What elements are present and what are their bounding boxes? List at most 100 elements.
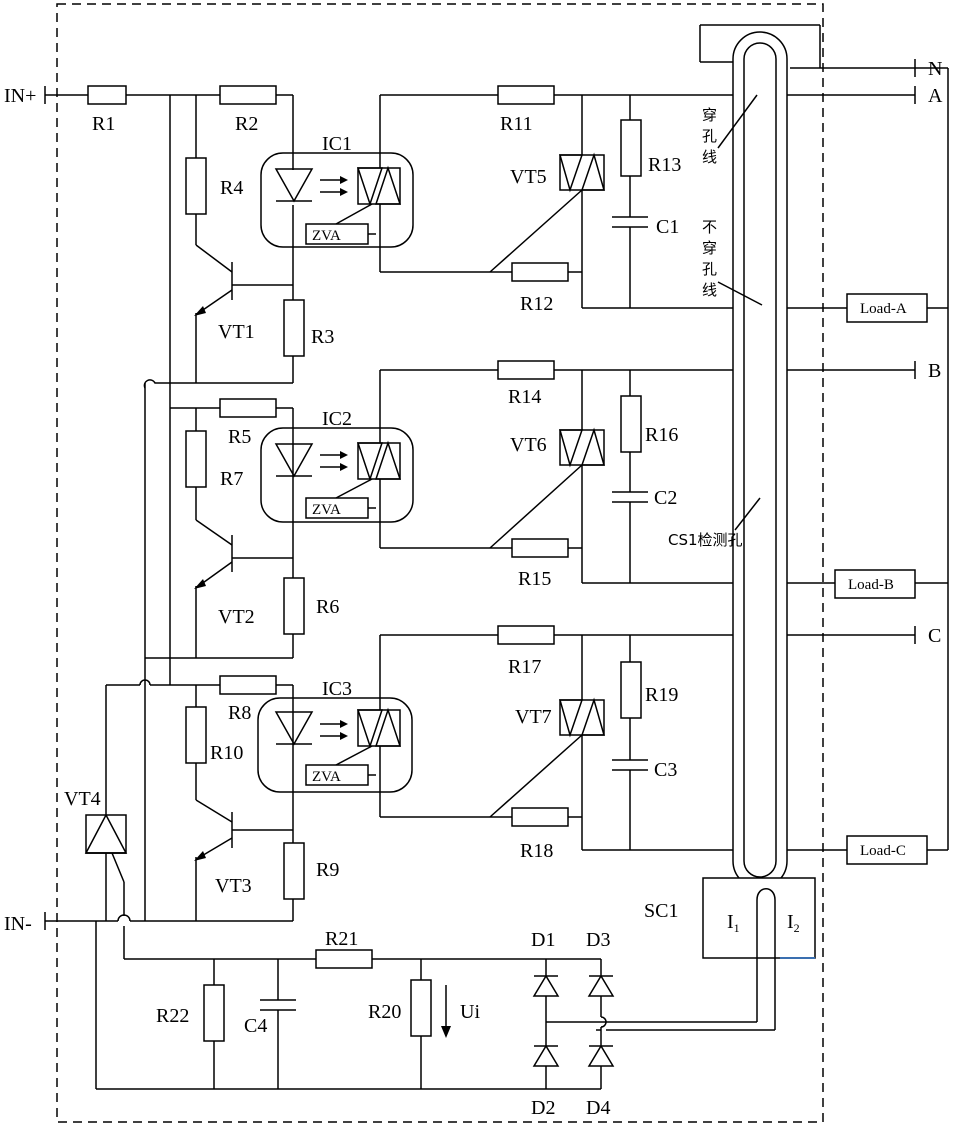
resistor-r20: [411, 980, 431, 1036]
label-not-through-4: 线: [702, 281, 717, 299]
diode-d3: [589, 976, 613, 996]
label-r11: R11: [500, 113, 533, 135]
label-r15: R15: [518, 568, 551, 590]
label-sc1: SC1: [644, 900, 678, 922]
resistor-r14: [498, 361, 554, 379]
label-r18: R18: [520, 840, 553, 862]
label-r6: R6: [316, 596, 339, 618]
label-through-1: 穿: [702, 106, 717, 124]
label-load-a: Load-A: [860, 301, 907, 317]
resistor-r1: [88, 86, 126, 104]
label-r8: R8: [228, 702, 251, 724]
label-c2: C2: [654, 487, 677, 509]
channel-a-power: [490, 86, 948, 322]
resistor-r10: [186, 707, 206, 763]
label-not-through-1: 不: [702, 218, 717, 236]
resistor-r19: [621, 662, 641, 718]
diode-d1: [534, 976, 558, 996]
label-zva-2: ZVA: [312, 502, 341, 518]
label-r19: R19: [645, 684, 678, 706]
channel-c-power: [490, 626, 948, 864]
resistor-r11: [498, 86, 554, 104]
resistor-r9: [284, 843, 304, 899]
terminal-c: C: [928, 625, 941, 647]
label-load-c: Load-C: [860, 843, 906, 859]
diode-d2: [534, 1046, 558, 1066]
sensor-sc1: [703, 878, 815, 1030]
label-vt1: VT1: [218, 321, 255, 343]
label-vt7: VT7: [515, 706, 552, 728]
label-r1: R1: [92, 113, 115, 135]
thyristor-vt7: [560, 700, 604, 735]
resistor-r4: [186, 158, 206, 214]
thyristor-vt4: [86, 815, 126, 853]
terminal-b: B: [928, 360, 941, 382]
label-r22: R22: [156, 1005, 189, 1027]
label-r10: R10: [210, 742, 243, 764]
label-vt6: VT6: [510, 434, 547, 456]
label-r12: R12: [520, 293, 553, 315]
label-through-3: 线: [702, 148, 717, 166]
thyristor-vt6: [560, 430, 604, 465]
label-detection-hole: CS1检测孔: [668, 531, 743, 549]
resistor-r6: [284, 578, 304, 634]
label-r13: R13: [648, 154, 681, 176]
label-vt5: VT5: [510, 166, 547, 188]
resistor-r2: [220, 86, 276, 104]
resistor-r12: [512, 263, 568, 281]
label-r4: R4: [220, 177, 243, 199]
resistor-r17: [498, 626, 554, 644]
label-vt4: VT4: [64, 788, 101, 810]
label-r7: R7: [220, 468, 243, 490]
resistor-r13: [621, 120, 641, 176]
vt4-branch: [45, 815, 601, 1089]
label-vt3: VT3: [215, 875, 252, 897]
label-zva-3: ZVA: [312, 769, 341, 785]
label-through-2: 孔: [702, 127, 717, 145]
label-c4: C4: [244, 1015, 267, 1037]
resistor-r21: [316, 950, 372, 968]
current-sensor-loop: [733, 32, 787, 888]
label-ic3: IC3: [322, 678, 352, 700]
label-r5: R5: [228, 426, 251, 448]
label-ui: Ui: [460, 1001, 480, 1023]
label-ic2: IC2: [322, 408, 352, 430]
label-ic1: IC1: [322, 133, 352, 155]
resistor-r5: [220, 399, 276, 417]
label-r3: R3: [311, 326, 334, 348]
label-d3: D3: [586, 929, 610, 951]
resistor-r15: [512, 539, 568, 557]
led-icon: [276, 169, 312, 201]
label-load-b: Load-B: [848, 577, 894, 593]
diode-d4: [589, 1046, 613, 1066]
terminal-in-plus: IN+: [4, 85, 36, 107]
terminal-a: A: [928, 85, 943, 107]
label-vt2: VT2: [218, 606, 255, 628]
label-r21: R21: [325, 928, 358, 950]
voltage-arrow-icon: [441, 1026, 451, 1038]
label-r20: R20: [368, 1001, 401, 1023]
label-r16: R16: [645, 424, 678, 446]
resistor-r18: [512, 808, 568, 826]
label-not-through-3: 孔: [702, 260, 717, 278]
terminal-n: N: [928, 58, 942, 80]
label-d4: D4: [586, 1097, 610, 1119]
resistor-r22: [204, 985, 224, 1041]
label-r2: R2: [235, 113, 258, 135]
label-d2: D2: [531, 1097, 555, 1119]
label-r17: R17: [508, 656, 541, 678]
label-not-through-2: 穿: [702, 239, 717, 257]
measuring-network: [204, 959, 451, 1089]
terminal-in-minus: IN-: [4, 913, 32, 935]
resistor-r7: [186, 431, 206, 487]
resistor-r3: [284, 300, 304, 356]
resistor-r16: [621, 396, 641, 452]
resistor-r8: [220, 676, 276, 694]
label-c1: C1: [656, 216, 679, 238]
label-zva-1: ZVA: [312, 228, 341, 244]
bridge-rectifier: [534, 959, 775, 1089]
channel-b-power: [490, 361, 948, 598]
label-r14: R14: [508, 386, 541, 408]
label-r9: R9: [316, 859, 339, 881]
